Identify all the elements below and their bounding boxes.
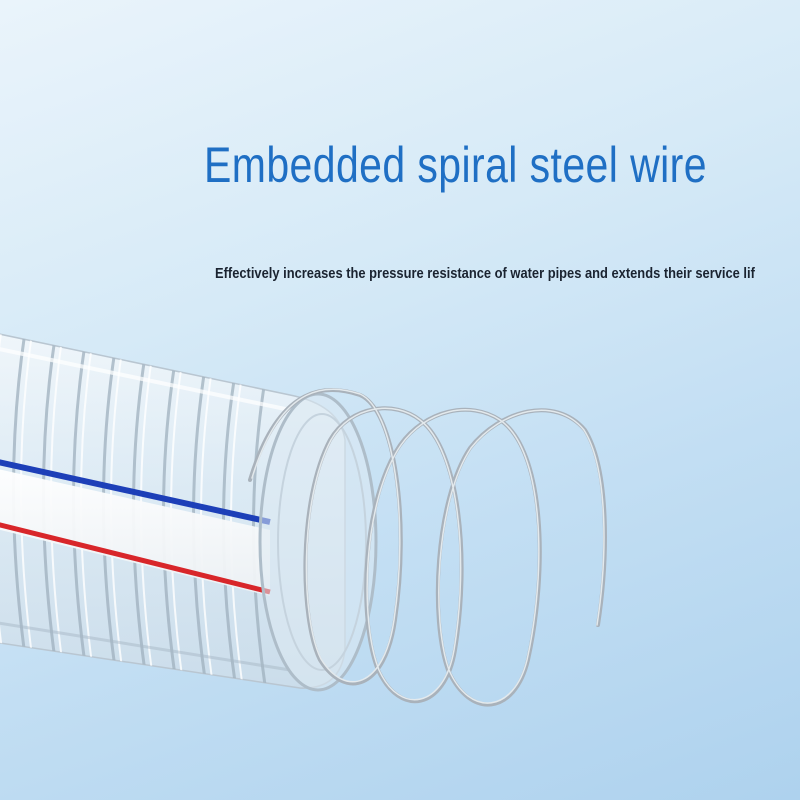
steel-wire-spiral (248, 387, 607, 707)
blue-stripe (0, 455, 271, 525)
hose-opening (258, 392, 378, 692)
red-stripe (0, 517, 271, 595)
white-band (0, 465, 270, 596)
headline: Embedded spiral steel wire (204, 137, 707, 193)
subline: Effectively increases the pressure resis… (215, 265, 755, 282)
